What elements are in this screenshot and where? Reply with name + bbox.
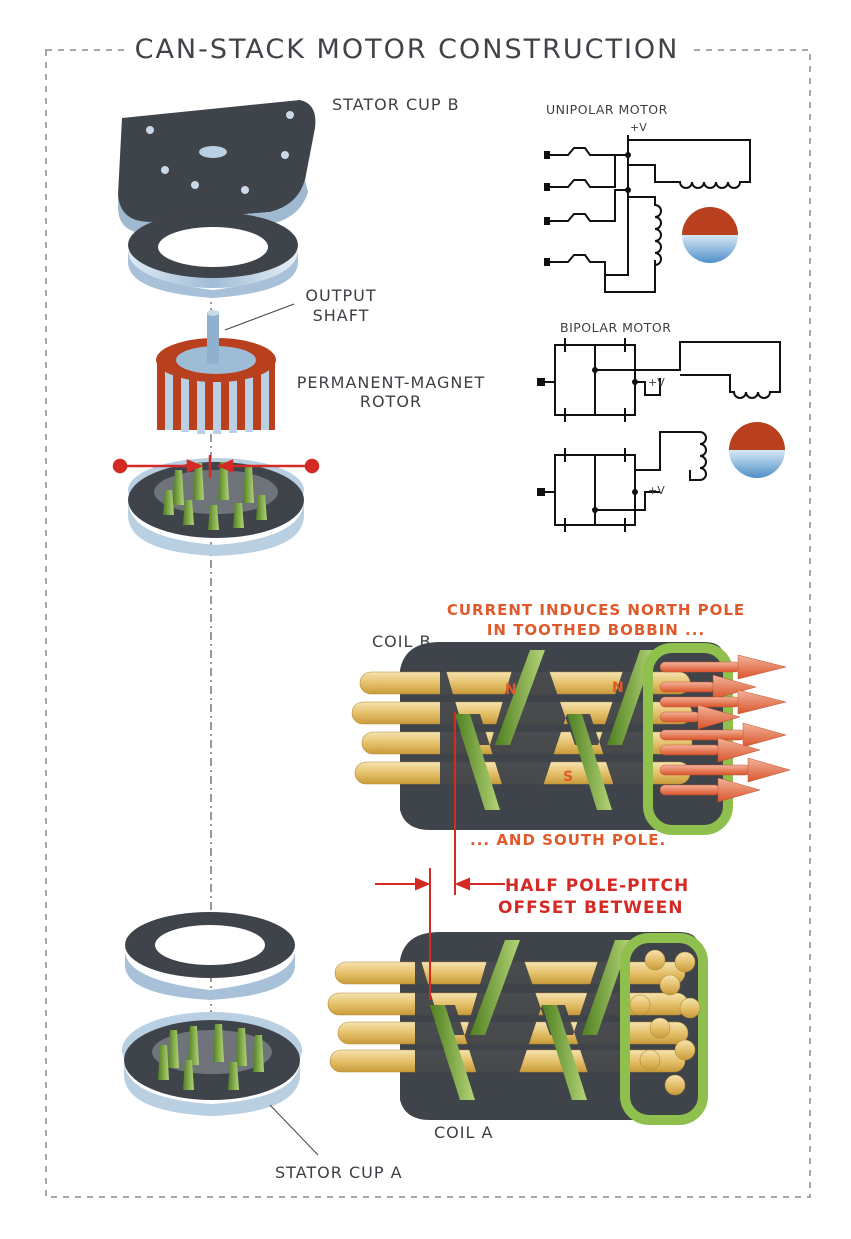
permanent-magnet-rotor — [156, 310, 276, 434]
stator-ring-b — [128, 212, 298, 298]
unipolar-title: UNIPOLAR MOTOR — [546, 102, 668, 117]
label-stator-cup-a: STATOR CUP A — [275, 1163, 403, 1182]
label-current-line2: IN TOOTHED BOBBIN ... — [486, 621, 706, 639]
label-south-pole: ... AND SOUTH POLE. — [470, 831, 667, 849]
label-output-shaft-line2: SHAFT — [312, 306, 370, 325]
bipolar-title: BIPOLAR MOTOR — [560, 320, 672, 335]
label-rotor-line1: PERMANENT-MAGNET — [296, 373, 486, 392]
unipolar-terminals — [544, 151, 631, 266]
stator-cup-a — [122, 1012, 302, 1116]
stator-cup-a-leader — [269, 1104, 319, 1156]
bipolar-supply-2: +V — [648, 484, 665, 497]
page-title: CAN-STACK MOTOR CONSTRUCTION — [124, 34, 690, 65]
label-coil-b: COIL B — [372, 632, 432, 651]
coil-b — [351, 642, 733, 835]
pole-label-s: S — [563, 769, 575, 785]
label-rotor-line2: ROTOR — [359, 392, 423, 411]
current-arrows — [659, 654, 791, 803]
pole-label-n1: N — [505, 682, 518, 698]
label-current-line1: CURRENT INDUCES NORTH POLE — [446, 601, 746, 619]
unipolar-magnet — [682, 207, 738, 263]
unipolar-supply: +V — [630, 121, 647, 134]
label-coil-a: COIL A — [434, 1123, 494, 1142]
bipolar-supply-1: +V — [648, 376, 665, 389]
label-output-shaft-line1: OUTPUT — [305, 286, 377, 305]
frame-border — [45, 49, 811, 1198]
stator-ring-a — [125, 912, 295, 1000]
label-offset-line2: OFFSET BETWEEN — [498, 898, 684, 918]
unipolar-schematic — [548, 135, 751, 293]
pole-label-n2: N — [612, 680, 625, 696]
bipolar-magnet — [729, 422, 785, 478]
bipolar-schematic — [544, 338, 781, 532]
output-shaft-leader — [224, 303, 295, 331]
label-stator-cup-b: STATOR CUP B — [332, 95, 460, 114]
coil-a — [327, 932, 708, 1125]
label-offset-line1: HALF POLE-PITCH — [505, 876, 690, 896]
bipolar-terminals — [537, 367, 638, 513]
half-pole-pitch-marker — [375, 712, 505, 1000]
stator-toothed-cup-top — [128, 458, 304, 556]
pole-offset-arrows-top — [112, 455, 320, 478]
